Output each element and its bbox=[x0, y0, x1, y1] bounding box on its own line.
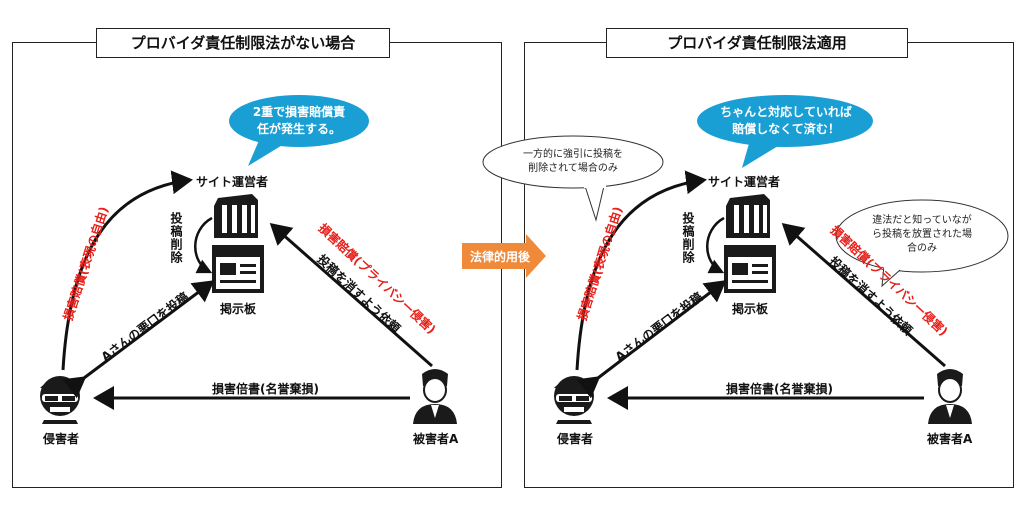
right-board-icon bbox=[724, 245, 776, 293]
left-arrow-post bbox=[62, 280, 215, 399]
right-note-left bbox=[482, 135, 664, 222]
left-delete-arrow bbox=[194, 216, 213, 274]
left-delete-label: 投稿削除 bbox=[169, 212, 183, 264]
left-victim-label: 被害者A bbox=[413, 432, 459, 446]
right-arrow-victim-to-operator bbox=[781, 223, 946, 368]
middle-arrow-label: 法律的用後 bbox=[470, 250, 531, 264]
right-victim-icon bbox=[928, 369, 972, 424]
right-delete-arrow bbox=[706, 216, 725, 274]
left-building-icon bbox=[214, 194, 258, 238]
right-arrow-post bbox=[576, 280, 727, 399]
left-speech-bubble bbox=[229, 95, 369, 166]
right-note-left-text: 一方的に強引に投稿を削除されて場合のみ bbox=[523, 149, 623, 174]
right-site-operator-label: サイト運営者 bbox=[708, 175, 781, 189]
left-site-operator-label: サイト運営者 bbox=[196, 175, 269, 189]
right-infringer-label: 侵害者 bbox=[557, 432, 594, 446]
right-victim-label: 被害者A bbox=[927, 432, 973, 446]
left-victim-icon bbox=[413, 369, 457, 424]
right-infringer-icon bbox=[554, 376, 594, 424]
left-board-label: 掲示板 bbox=[220, 302, 257, 316]
right-defamation-label: 損害倍書(名誉棄損) bbox=[726, 382, 833, 396]
left-defamation-label: 損害倍書(名誉棄損) bbox=[212, 382, 319, 396]
right-speech-bubble bbox=[697, 95, 873, 168]
middle-arrow bbox=[462, 234, 546, 278]
right-board-label: 掲示板 bbox=[732, 302, 769, 316]
left-board-icon bbox=[212, 245, 264, 293]
left-infringer-icon bbox=[40, 376, 80, 424]
left-infringer-label: 侵害者 bbox=[43, 432, 80, 446]
right-bubble-text: ちゃんと対応していれば賠償しなくて済む！ bbox=[720, 105, 852, 136]
left-panel-title: プロバイダ責任制限法がない場合 bbox=[96, 28, 390, 58]
right-delete-label: 投稿削除 bbox=[681, 212, 695, 264]
right-panel-title: プロバイダ責任制限法適用 bbox=[606, 28, 908, 58]
left-bubble-text: 2重で損害賠償責任が発生する。 bbox=[252, 105, 346, 136]
right-note-right-text: 違法だと知っていながら投稿を放置された場合のみ bbox=[872, 215, 972, 254]
right-note-right bbox=[835, 199, 1009, 288]
right-building-icon bbox=[726, 194, 770, 238]
left-arrow-victim-to-operator bbox=[269, 223, 433, 368]
